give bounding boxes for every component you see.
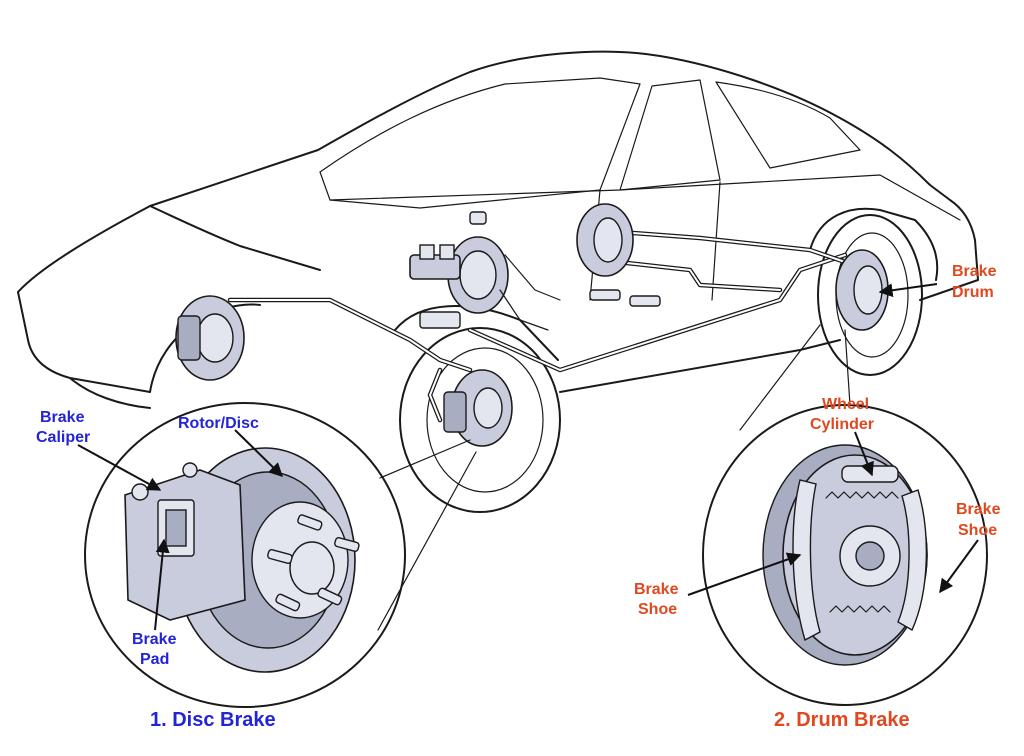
front-right-disc-small: [443, 369, 513, 447]
label-wheel-cylinder: Wheel Cylinder: [810, 396, 874, 433]
drum-brake-inset: [702, 324, 988, 706]
label-rotor-disc: Rotor/Disc: [178, 415, 259, 432]
rear-drum-top: [576, 203, 661, 307]
drum-brake-title: 2. Drum Brake: [774, 709, 910, 731]
disc-brake-title: 1. Disc Brake: [150, 709, 276, 731]
label-brake-caliper: Brake Caliper: [36, 409, 90, 446]
brake-lines: [227, 229, 848, 423]
label-brake-drum: Brake Drum: [952, 263, 1001, 301]
label-brake-pad: Brake Pad: [132, 631, 181, 668]
rear-right-drum-small: [835, 249, 889, 331]
leader-lines: [77, 283, 979, 631]
front-left-disc-small: [175, 295, 245, 381]
labels: Brake Caliper Rotor/Disc Brake Pad 1. Di…: [36, 263, 1005, 731]
car-body-outline: [17, 50, 979, 513]
disc-brake-inset: [84, 402, 477, 708]
label-brake-shoe-right: Brake Shoe: [956, 501, 1005, 539]
label-brake-shoe-left: Brake Shoe: [634, 581, 683, 618]
master-cylinder-assembly: [409, 211, 561, 331]
